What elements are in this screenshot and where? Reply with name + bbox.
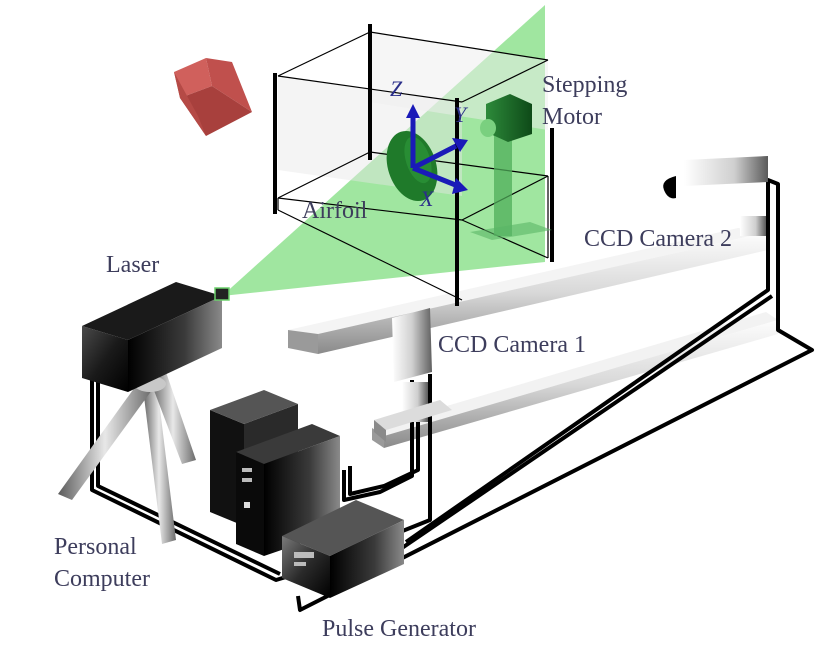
laser-tripod — [58, 372, 196, 544]
personal-computer — [210, 390, 340, 556]
axis-label-y: Y — [454, 102, 469, 127]
stepping-motor — [470, 94, 552, 240]
label-ccd-camera-2: CCD Camera 2 — [584, 226, 732, 252]
label-ccd-camera-1: CCD Camera 1 — [438, 332, 586, 358]
label-laser: Laser — [106, 252, 159, 278]
label-personal-computer-line2: Computer — [54, 566, 150, 592]
label-pulse-generator: Pulse Generator — [322, 616, 476, 642]
ccd-camera-2 — [663, 156, 768, 236]
traverse-rails — [288, 228, 778, 448]
pulse-generator — [282, 500, 404, 598]
label-stepping-motor-line2: Motor — [542, 104, 602, 130]
red-arrow-marker-icon — [174, 58, 252, 136]
label-stepping-motor-line1: Stepping — [542, 72, 627, 98]
axis-label-z: Z — [390, 76, 403, 101]
label-airfoil: Airfoil — [302, 198, 368, 224]
laser-head — [82, 282, 230, 392]
label-personal-computer-line1: Personal — [54, 534, 137, 560]
ccd-camera-1 — [374, 308, 452, 442]
axis-label-x: X — [419, 186, 435, 211]
coordinate-axes — [406, 104, 468, 194]
